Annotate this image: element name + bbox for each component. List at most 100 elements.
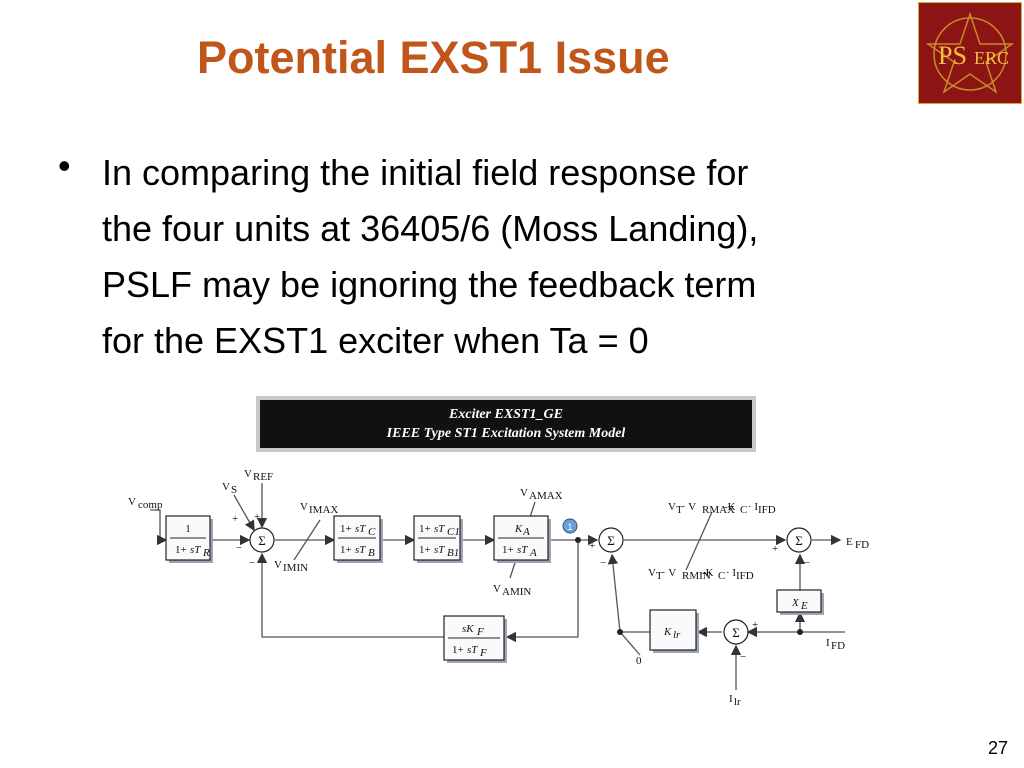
svg-text:1+: 1+ bbox=[340, 523, 352, 535]
svg-text:-K: -K bbox=[724, 501, 736, 513]
svg-text:sT: sT bbox=[434, 544, 445, 556]
label-vamin: V bbox=[493, 583, 501, 595]
svg-text:IFD: IFD bbox=[736, 570, 754, 582]
svg-text:−: − bbox=[740, 651, 746, 663]
block-regulator-gain: K A 1+ sT A bbox=[493, 515, 551, 563]
svg-text:sT: sT bbox=[190, 544, 201, 556]
svg-text:+: + bbox=[752, 619, 758, 631]
svg-text:−: − bbox=[249, 557, 255, 569]
svg-text:lr: lr bbox=[734, 696, 741, 708]
header-line-1: Exciter EXST1_GE bbox=[448, 407, 563, 422]
exst1-block-diagram: Exciter EXST1_GE IEEE Type ST1 Excitatio… bbox=[128, 396, 869, 708]
svg-text:T: T bbox=[676, 504, 683, 516]
svg-text:sT: sT bbox=[467, 644, 478, 656]
block-xe: X E bbox=[776, 589, 824, 615]
svg-text:C: C bbox=[718, 570, 725, 582]
label-vrmax-limit: V T · V RMAX -K C · I IFD bbox=[668, 501, 776, 516]
svg-text:sT: sT bbox=[517, 544, 528, 556]
svg-text:F: F bbox=[479, 647, 487, 659]
label-vrmin-limit: V T · V RMIN -K C · I IFD bbox=[648, 567, 754, 582]
svg-text:C: C bbox=[740, 504, 747, 516]
svg-text:1+: 1+ bbox=[419, 523, 431, 535]
svg-text:C: C bbox=[368, 526, 376, 538]
svg-text:Σ: Σ bbox=[258, 533, 266, 548]
svg-text:AMIN: AMIN bbox=[502, 586, 531, 598]
bullet-line-2: the four units at 36405/6 (Moss Landing)… bbox=[102, 208, 759, 249]
label-efd: E bbox=[846, 536, 853, 548]
svg-text:FD: FD bbox=[831, 640, 845, 652]
bullet-marker: • bbox=[58, 145, 71, 186]
logo-text-ps: PS bbox=[938, 41, 967, 70]
bullet-text: In comparing the initial field response … bbox=[102, 145, 942, 369]
svg-text:1+: 1+ bbox=[502, 544, 514, 556]
svg-text:sK: sK bbox=[462, 623, 474, 635]
svg-text:· V: · V bbox=[662, 567, 676, 579]
junction-dots bbox=[575, 537, 803, 635]
signal-wires bbox=[150, 483, 845, 690]
svg-text:T: T bbox=[656, 570, 663, 582]
svg-text:1: 1 bbox=[567, 522, 572, 532]
svg-text:+: + bbox=[772, 543, 778, 555]
svg-text:V: V bbox=[648, 567, 656, 579]
svg-text:+: + bbox=[232, 513, 238, 525]
diagram-header: Exciter EXST1_GE IEEE Type ST1 Excitatio… bbox=[256, 396, 756, 452]
block-rate-feedback: sK F 1+ sT F bbox=[443, 615, 507, 663]
bullet-line-4: for the EXST1 exciter when Ta = 0 bbox=[102, 320, 649, 361]
svg-text:Σ: Σ bbox=[607, 533, 615, 548]
block-klr: K lr bbox=[649, 609, 699, 653]
svg-text:FD: FD bbox=[855, 539, 869, 551]
label-vimin: V bbox=[274, 559, 282, 571]
svg-text:REF: REF bbox=[253, 471, 273, 483]
svg-text:· I: · I bbox=[726, 567, 736, 579]
svg-text:1+: 1+ bbox=[340, 544, 352, 556]
summing-junction-3: Σ bbox=[786, 527, 812, 553]
svg-text:K: K bbox=[514, 523, 523, 535]
label-ilr: I bbox=[729, 693, 733, 705]
svg-text:+: + bbox=[254, 511, 260, 523]
svg-text:+: + bbox=[589, 540, 595, 552]
svg-text:RMIN: RMIN bbox=[682, 570, 711, 582]
svg-text:B1: B1 bbox=[447, 547, 459, 559]
bullet-line-3: PSLF may be ignoring the feedback term bbox=[102, 264, 757, 305]
label-vs: V bbox=[222, 481, 230, 493]
svg-text:S: S bbox=[231, 484, 237, 496]
block-transducer: 1 1+ sT R bbox=[165, 515, 213, 563]
star-icon bbox=[925, 11, 1015, 94]
svg-text:-K: -K bbox=[702, 567, 714, 579]
label-zero: 0 bbox=[636, 655, 642, 667]
svg-text:sT: sT bbox=[434, 523, 445, 535]
summing-junction-1: Σ bbox=[249, 527, 275, 553]
junction-signs: + + − − + − + − + − bbox=[232, 511, 810, 663]
label-vref: V bbox=[244, 468, 252, 480]
block-lead-lag-1: 1+ sT C 1+ sT B bbox=[333, 515, 383, 563]
svg-text:C1: C1 bbox=[447, 526, 460, 538]
svg-text:X: X bbox=[791, 597, 800, 609]
svg-text:−: − bbox=[804, 557, 810, 569]
summing-junction-2: Σ bbox=[598, 527, 624, 553]
svg-text:A: A bbox=[529, 547, 537, 559]
svg-text:sT: sT bbox=[355, 523, 366, 535]
svg-text:sT: sT bbox=[355, 544, 366, 556]
svg-text:RMAX: RMAX bbox=[702, 504, 735, 516]
label-vcomp: V bbox=[128, 496, 136, 508]
svg-text:A: A bbox=[522, 526, 530, 538]
svg-text:comp: comp bbox=[138, 499, 163, 511]
summing-junction-4: Σ bbox=[723, 619, 749, 645]
svg-text:lr: lr bbox=[673, 629, 681, 641]
svg-text:1+: 1+ bbox=[419, 544, 431, 556]
svg-text:1+: 1+ bbox=[452, 644, 464, 656]
label-vamax: V bbox=[520, 487, 528, 499]
svg-text:−: − bbox=[236, 542, 242, 554]
header-line-2: IEEE Type ST1 Excitation System Model bbox=[386, 426, 626, 441]
svg-text:V: V bbox=[668, 501, 676, 513]
block-lead-lag-2: 1+ sT C1 1+ sT B1 bbox=[413, 515, 463, 563]
svg-text:AMAX: AMAX bbox=[529, 490, 563, 502]
node-marker-1: 1 bbox=[562, 518, 578, 534]
logo-text-erc: ERC bbox=[974, 48, 1009, 68]
svg-text:R: R bbox=[202, 547, 210, 559]
signal-labels: V comp V S V REF V IMAX V IMIN V AMAX V … bbox=[128, 468, 869, 708]
svg-text:B: B bbox=[368, 547, 375, 559]
svg-text:−: − bbox=[600, 557, 606, 569]
svg-text:1: 1 bbox=[185, 523, 191, 535]
label-ifd: I bbox=[826, 637, 830, 649]
